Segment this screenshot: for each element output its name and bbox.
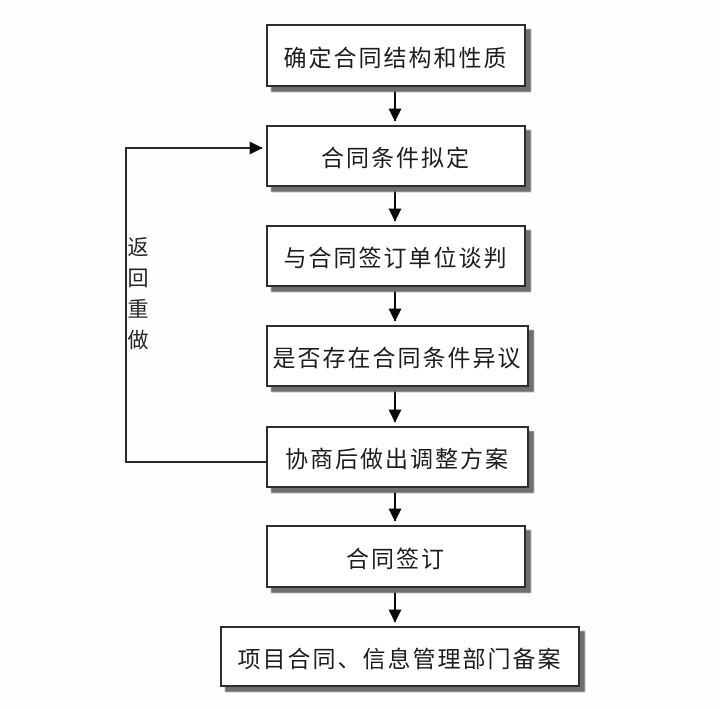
flow-node-determine-structure: 确定合同结构和性质: [266, 24, 526, 87]
flow-node-objection-check: 是否存在合同条件异议: [266, 325, 529, 387]
flow-node-label: 合同条件拟定: [321, 146, 471, 171]
flow-node-negotiate: 与合同签订单位谈判: [266, 225, 526, 287]
flow-node-label: 合同签订: [346, 546, 446, 572]
flow-node-label: 协商后做出调整方案: [285, 447, 510, 472]
flow-node-adjustment-plan: 协商后做出调整方案: [266, 426, 529, 488]
flow-node-label: 确定合同结构和性质: [283, 45, 509, 71]
flow-node-label: 项目合同、信息管理部门备案: [237, 646, 563, 672]
flow-node-label: 是否存在合同条件异议: [272, 346, 523, 371]
flow-node-label: 与合同签订单位谈判: [283, 246, 509, 271]
flow-node-draft-conditions: 合同条件拟定: [266, 125, 526, 187]
feedback-loop-label: 返回重做: [125, 236, 149, 360]
flow-node-contract-signing: 合同签订: [266, 525, 526, 588]
flow-node-filing: 项目合同、信息管理部门备案: [220, 626, 580, 687]
